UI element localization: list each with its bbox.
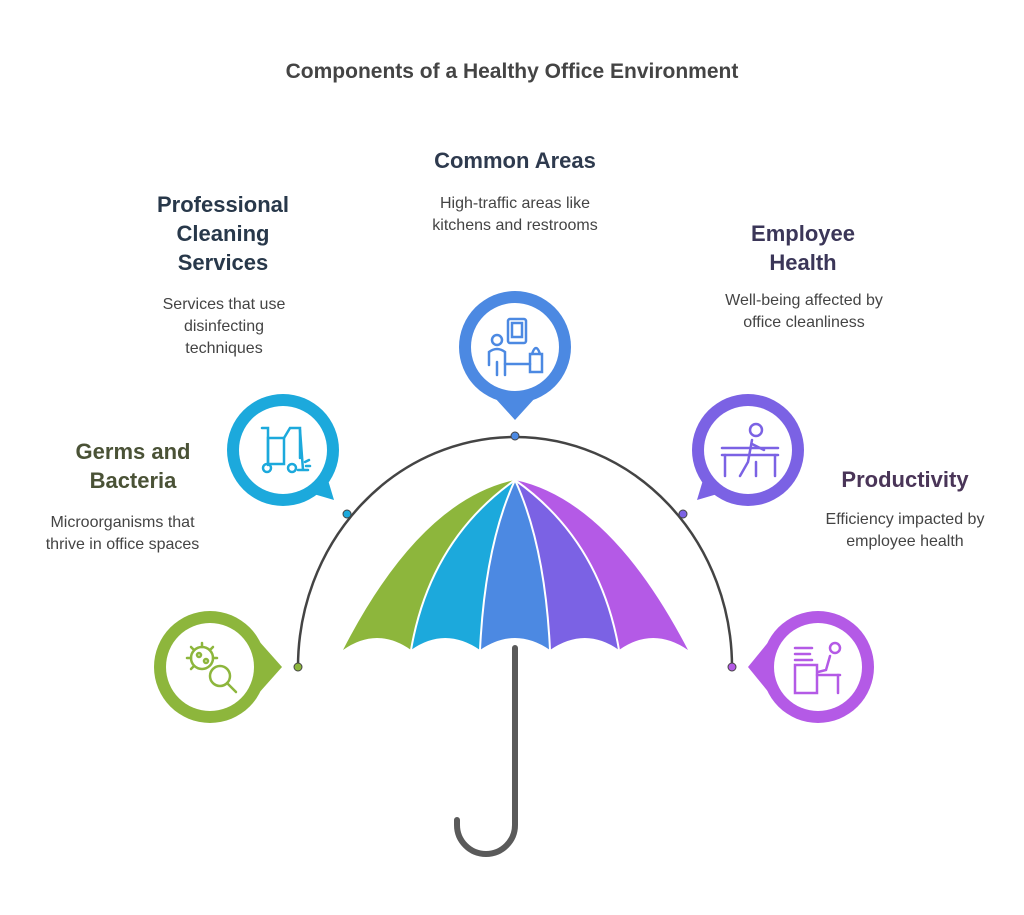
umbrella-handle xyxy=(454,645,518,857)
germs-title: Germs and Bacteria xyxy=(75,439,191,493)
cleaning-cart-icon xyxy=(260,426,312,474)
canopy-section-health xyxy=(515,480,619,650)
cleaning-pin xyxy=(227,394,339,506)
cleaning-description: Services that use disinfecting technique… xyxy=(162,296,286,357)
productivity-description: Efficiency impacted by employee health xyxy=(825,511,985,550)
productivity-arc-dot xyxy=(727,662,737,672)
health-pin xyxy=(692,394,804,506)
productivity-title: Productivity xyxy=(841,467,969,492)
employee-desk-icon xyxy=(720,422,780,478)
health-description: Well-being affected by office cleanlines… xyxy=(725,292,883,331)
productivity-desk-icon xyxy=(793,641,842,695)
health-arc-dot xyxy=(678,509,688,519)
health-title: Employee Health xyxy=(751,221,855,275)
common-description: High-traffic areas like kitchens and res… xyxy=(432,195,598,234)
canopy-section-productivity xyxy=(515,480,688,650)
germs-arc-dot xyxy=(293,662,303,672)
germs-pin xyxy=(154,611,282,723)
common-area-icon xyxy=(487,317,544,377)
canopy-section-common xyxy=(480,480,550,650)
diagram-title: Components of a Healthy Office Environme… xyxy=(285,60,739,83)
canopy-section-germs xyxy=(343,480,515,650)
productivity-pin xyxy=(748,611,874,723)
germ-magnifier-icon xyxy=(185,641,238,694)
common-pin xyxy=(459,291,571,420)
common-title: Common Areas xyxy=(434,148,596,173)
cleaning-arc-dot xyxy=(342,509,352,519)
cleaning-title: Professional Cleaning Services xyxy=(156,192,290,275)
common-arc-dot xyxy=(510,431,520,441)
germs-description: Microorganisms that thrive in office spa… xyxy=(45,514,200,553)
canopy-section-cleaning xyxy=(411,480,515,650)
